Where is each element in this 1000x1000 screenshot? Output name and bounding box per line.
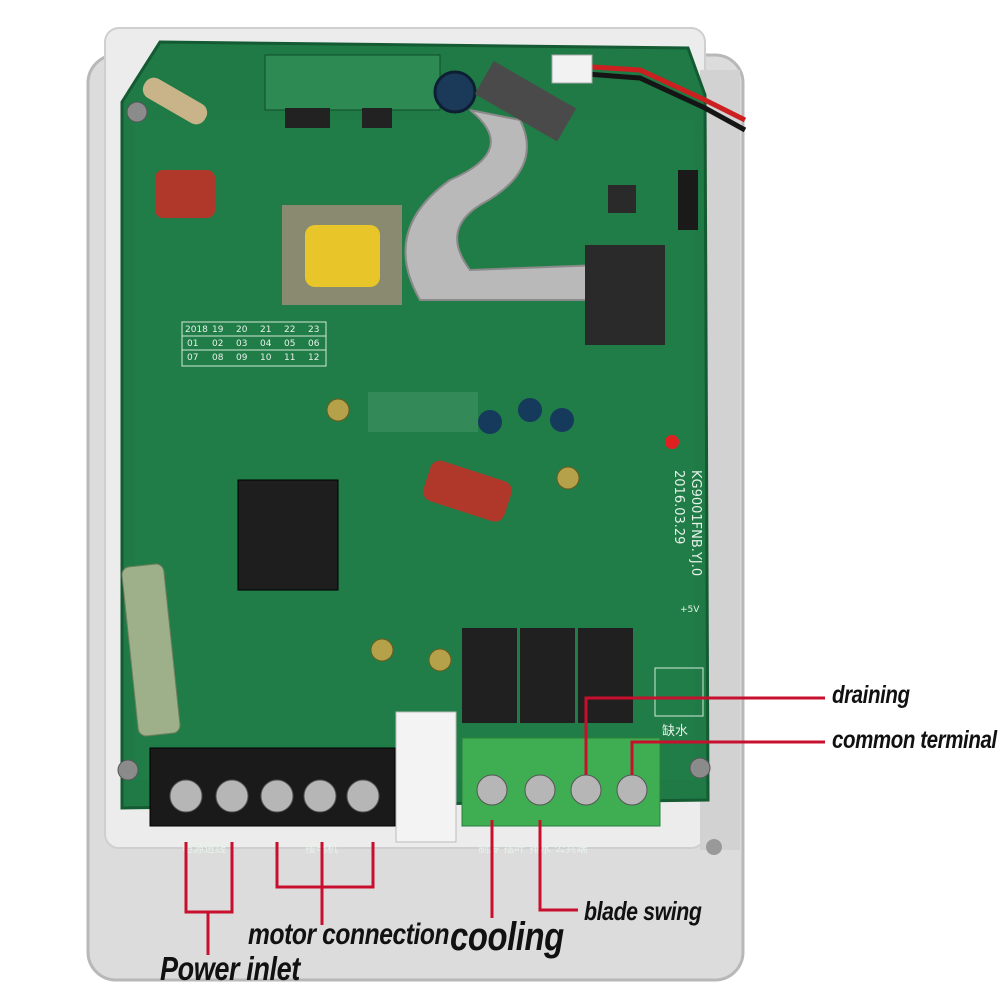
grid-cell: 07 <box>187 353 198 363</box>
terminal-screw <box>169 779 203 813</box>
ribbon-connector <box>585 245 665 345</box>
grid-cell: 02 <box>212 339 223 349</box>
callout-line-swing <box>538 820 578 912</box>
grid-cell: 05 <box>284 339 295 349</box>
terminal-screw <box>476 774 508 806</box>
terminal-screw <box>616 774 648 806</box>
callout-line-draining <box>584 696 825 775</box>
electrolytic-capacitor <box>433 70 477 114</box>
label-power-inlet: Power inlet <box>160 950 300 987</box>
grid-cell: 21 <box>260 325 271 335</box>
status-led <box>665 435 679 449</box>
grid-cell: 12 <box>308 353 319 363</box>
grid-cell: 03 <box>236 339 247 349</box>
callout-line-motor <box>275 842 375 889</box>
grid-cell: 09 <box>236 353 248 363</box>
terminal-screws-black <box>169 779 380 813</box>
label-motor-connection: motor connection <box>248 918 450 951</box>
grid-cell: 20 <box>236 325 248 335</box>
label-cooling: cooling <box>450 915 564 959</box>
ribbon-cable <box>404 109 601 301</box>
mounting-screw <box>689 757 711 779</box>
film-capacitor <box>423 460 512 522</box>
microcontroller-chip <box>608 185 636 213</box>
low-water-label: 缺水 <box>662 724 688 739</box>
ribbon-connector <box>474 61 577 142</box>
terminal-screw <box>346 779 380 813</box>
grid-cell: 01 <box>187 339 198 349</box>
power-in-silkscreen: 电源进线 <box>182 841 226 855</box>
terminal-screw <box>524 774 556 806</box>
callout-lines <box>184 696 825 955</box>
label-blade-swing: blade swing <box>584 896 702 926</box>
terminal-screw <box>570 774 602 806</box>
mounting-screw <box>428 648 452 672</box>
functions-silkscreen: 制冷 摆叶 排水 公共端 <box>478 841 588 855</box>
board-5v-label: +5V <box>680 605 700 615</box>
terminal-screw <box>260 779 294 813</box>
mounting-screw <box>126 101 148 123</box>
grid-cell: 06 <box>308 339 320 349</box>
terminal-screw <box>215 779 249 813</box>
low-water-pad-box <box>654 667 704 717</box>
wirewound-resistor <box>121 563 181 737</box>
electrolytic-capacitor <box>478 410 502 434</box>
board-date-code: 2016.03.29 <box>671 470 686 544</box>
relay-cooling <box>462 628 517 723</box>
black-wire <box>559 69 747 133</box>
red-wire <box>559 62 747 123</box>
terminal-screws-green <box>476 774 648 806</box>
mounting-screw <box>117 759 139 781</box>
pin-header <box>678 170 698 230</box>
mounting-screw <box>370 638 394 662</box>
grid-cell: 04 <box>260 339 272 349</box>
power-relay <box>237 479 339 591</box>
pin-header <box>362 108 392 128</box>
mounting-screw <box>556 466 580 490</box>
board-model-code: KG9001FNB.YJ.0 <box>688 470 703 576</box>
date-grid-silkscreen: 2018 19 20 21 22 23 01 02 03 04 05 06 07… <box>181 321 327 367</box>
mounting-screw <box>326 398 350 422</box>
label-common-terminal: common terminal <box>832 726 997 754</box>
white-spacer-block <box>395 711 457 843</box>
grid-cell: 19 <box>212 325 224 335</box>
film-capacitor <box>155 170 215 218</box>
wire-connector <box>551 54 593 84</box>
grid-cell: 22 <box>284 325 295 335</box>
electrolytic-capacitor <box>518 398 542 422</box>
transformer-core <box>305 225 380 287</box>
pin-header <box>285 108 330 128</box>
grid-cell: 11 <box>284 353 295 363</box>
relay-swing <box>520 628 575 723</box>
grid-cell: 23 <box>308 325 319 335</box>
electrolytic-capacitor <box>550 408 574 432</box>
grid-cell: 10 <box>260 353 272 363</box>
grid-cell: 2018 <box>185 325 208 335</box>
callout-line-common <box>630 740 825 775</box>
wireless-module <box>264 54 441 111</box>
enclosure-screw-hole <box>706 839 722 855</box>
fusible-resistor <box>142 77 208 125</box>
grid-cell: 08 <box>212 353 224 363</box>
label-draining: draining <box>832 681 910 709</box>
smd-resistor-row <box>368 392 478 432</box>
terminal-screw <box>303 779 337 813</box>
